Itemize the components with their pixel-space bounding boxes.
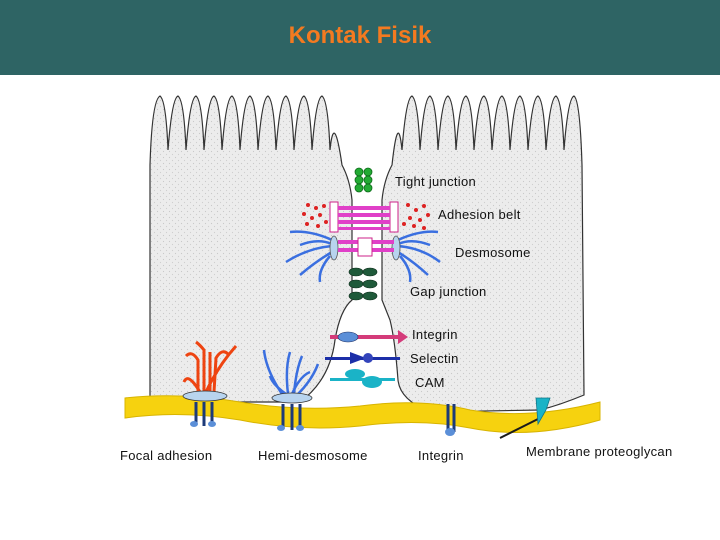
integrin-basal (445, 404, 456, 436)
cam (330, 369, 395, 388)
focal-adhesion (182, 340, 238, 427)
label-desmosome: Desmosome (455, 245, 531, 260)
adhesion-belt (302, 201, 430, 233)
label-focal-adhesion: Focal adhesion (120, 448, 212, 463)
hemi-desmosome (262, 349, 320, 431)
label-adhesion-belt: Adhesion belt (438, 207, 521, 222)
label-selectin: Selectin (410, 351, 459, 366)
label-tight-junction: Tight junction (395, 174, 476, 189)
right-cell (381, 95, 585, 413)
label-gap-junction: Gap junction (410, 284, 487, 299)
membrane-proteoglycan (499, 397, 551, 439)
tight-junction (354, 167, 373, 193)
header-bar (0, 0, 720, 75)
label-cam: CAM (415, 375, 445, 390)
gap-junction (348, 267, 378, 301)
desmosome (285, 230, 441, 283)
selectin (325, 352, 400, 364)
label-hemi-desmosome: Hemi-desmosome (258, 448, 368, 463)
label-integrin-lateral: Integrin (412, 327, 458, 342)
left-cell (149, 95, 353, 403)
basement-membrane (124, 395, 601, 433)
slide-title: Kontak Fisik (288, 22, 432, 49)
label-integrin-basal: Integrin (418, 448, 464, 463)
integrin-lateral (330, 330, 408, 344)
label-membrane-proteoglycan: Membrane proteoglycan (526, 444, 673, 459)
